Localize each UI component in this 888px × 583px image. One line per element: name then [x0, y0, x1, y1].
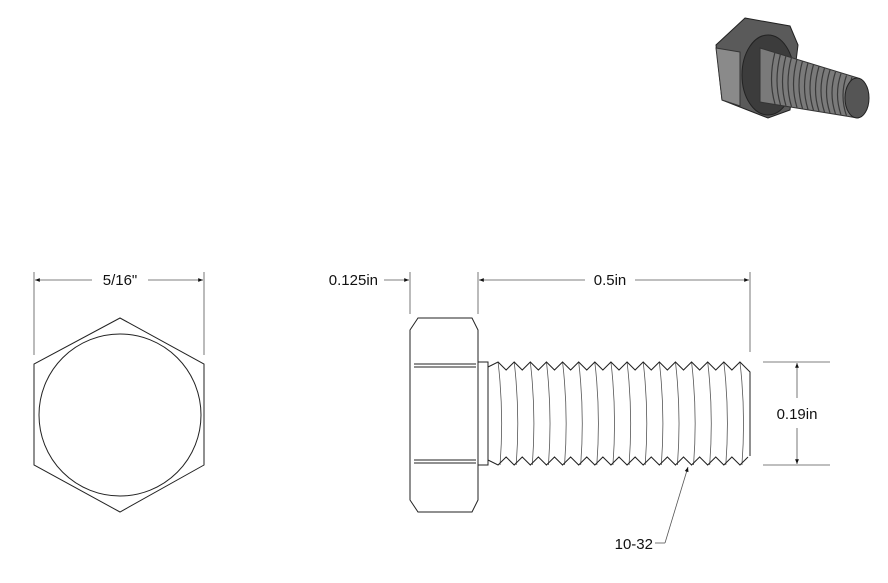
iso-shank-end: [844, 77, 870, 119]
iso-thread-line: [820, 68, 826, 113]
iso-thread-line: [781, 55, 787, 106]
side-view: 0.125in 0.5in 0.19in 10-32: [329, 272, 830, 553]
thread-crest-line: [562, 361, 567, 466]
iso-thread-line: [776, 53, 782, 106]
diameter-dimension: 0.19in: [777, 406, 818, 423]
thread-crest-line: [626, 361, 632, 466]
iso-thread-line: [825, 69, 831, 114]
iso-thread-line: [792, 59, 798, 108]
iso-thread-line: [836, 73, 842, 115]
thread-outline: [487, 456, 749, 466]
across-flats-dimension: 5/16": [103, 272, 138, 289]
isometric-view: [715, 17, 870, 119]
iso-thread-line: [842, 75, 848, 116]
thread-crest-line: [594, 361, 599, 466]
iso-thread-line: [809, 64, 815, 111]
thread-crest-line: [610, 361, 615, 466]
thread-crest-line: [723, 361, 728, 466]
iso-thread-line: [798, 60, 804, 109]
leader-line: [664, 466, 689, 544]
thread-crest-line: [497, 361, 503, 466]
thread-callout: 10-32: [615, 536, 653, 553]
thread-crest-line: [691, 361, 696, 466]
thread-profile: [487, 361, 751, 466]
end-view: 5/16": [33, 272, 205, 513]
thread-crest-line: [707, 361, 712, 466]
thread-outline: [487, 361, 751, 456]
shank-collar: [478, 361, 489, 466]
iso-thread-line: [803, 62, 809, 110]
thread-crest-line: [642, 361, 648, 466]
length-dimension: 0.5in: [594, 272, 627, 289]
thread-crest-line: [513, 361, 519, 466]
iso-thread-line: [831, 71, 837, 115]
thread-crest-line: [529, 361, 535, 466]
iso-threads: [770, 51, 853, 117]
iso-thread-line: [814, 66, 820, 112]
iso-head-face: [715, 47, 741, 107]
thread-crest-line: [739, 361, 744, 466]
iso-thread-line: [770, 51, 776, 105]
thread-crest-line: [546, 361, 551, 466]
thread-crest-line: [578, 361, 583, 466]
hex-head-side: [409, 317, 479, 513]
thread-crest-line: [658, 361, 664, 466]
head-height-dimension: 0.125in: [329, 272, 378, 289]
iso-thread-line: [787, 57, 793, 107]
bearing-face-circle: [38, 333, 202, 497]
thread-crest-line: [675, 361, 680, 466]
hex-head-outline: [33, 317, 205, 513]
